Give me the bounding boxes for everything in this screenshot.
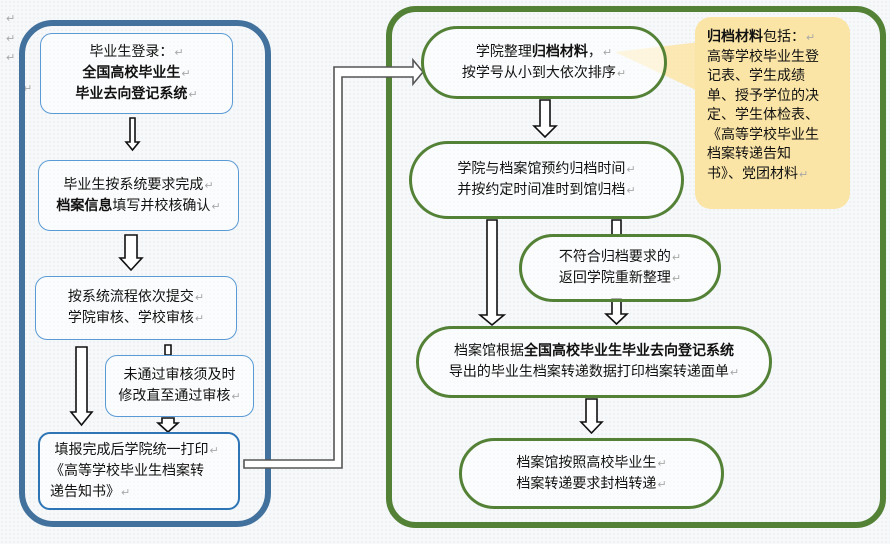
step-text-line: 导出的毕业生档案转递数据打印档案转递面单↵ [448, 364, 740, 380]
step-text-line: 毕业生登录：↵ [89, 44, 184, 60]
step-text-line: 修改直至通过审核↵ [118, 388, 241, 404]
callout-line: 单、授予学位的决 [707, 87, 819, 104]
step-text-line: 学院整理归档材料，↵ [475, 43, 613, 60]
step-print-transfer-notice[interactable]: 填报完成后学院统一打印↵ 《高等学校毕业生档案转 递告知书》↵ [38, 432, 240, 510]
step-text-line: 学院审核、学校审核↵ [67, 310, 205, 326]
arrow-down-icon [579, 398, 604, 435]
step-export-print-waybill[interactable]: 档案馆根据全国高校毕业生毕业去向登记系统 导出的毕业生档案转递数据打印档案转递面… [416, 326, 772, 398]
step-text-line: 《高等学校毕业生档案转 [50, 462, 204, 479]
step-seal-and-transfer[interactable]: 档案馆按照高校毕业生↵ 档案转递要求封档转递↵ [459, 438, 724, 509]
archive-materials-callout: 归档材料包括：↵ 高等学校毕业生登 记表、学生成绩 单、授予学位的决 定、学生体… [695, 17, 850, 209]
step-text-line: 不符合归档要求的↵ [558, 249, 682, 265]
arrow-down-icon [118, 234, 144, 272]
arrow-down-icon [124, 117, 141, 152]
callout-line: 档案转递告知 [707, 146, 791, 162]
step-text-line: 毕业去向登记系统↵ [75, 86, 198, 102]
step-text-line: 未通过审核须及时 [123, 367, 236, 383]
paragraph-mark: ↵ [6, 32, 16, 45]
connector-arrow-icon [243, 57, 425, 469]
arrow-down-icon [532, 99, 558, 139]
step-revise-until-approved[interactable]: 未通过审核须及时 修改直至通过审核↵ [105, 355, 254, 417]
arrow-down-icon [69, 346, 94, 427]
step-text-line: 档案转递要求封档转递↵ [516, 475, 667, 492]
step-text-line: 全国高校毕业生↵ [82, 65, 191, 81]
callout-line: 书》、党团材料↵ [707, 165, 809, 182]
step-student-login[interactable]: 毕业生登录：↵ 全国高校毕业生↵ 毕业去向登记系统↵ [40, 33, 233, 114]
step-text-line: 返回学院重新整理↵ [558, 270, 682, 286]
step-text-line: 填报完成后学院统一打印↵ [54, 441, 219, 458]
callout-line: 记表、学生成绩 [707, 68, 805, 84]
student-lane [19, 20, 271, 527]
archive-lane [386, 6, 886, 528]
paragraph-mark: ↵ [23, 82, 33, 95]
callout-line: 定、学生体检表、 [707, 107, 819, 123]
callout-line: 高等学校毕业生登 [707, 48, 819, 65]
step-text-line: 档案馆根据全国高校毕业生毕业去向登记系统 [454, 343, 734, 359]
step-organize-archive-materials[interactable]: 学院整理归档材料，↵ 按学号从小到大依次排序↵ [421, 26, 667, 99]
arrow-down-icon [155, 417, 181, 434]
step-text-line: 档案馆按照高校毕业生↵ [516, 454, 667, 471]
step-fill-archive-info[interactable]: 毕业生按系统要求完成↵ 档案信息填写并校核确认↵ [38, 160, 239, 231]
callout-title: 归档材料包括：↵ [707, 29, 816, 45]
step-text-line: 并按约定时间准时到馆归档↵ [457, 182, 636, 198]
step-text-line: 按学号从小到大依次排序↵ [461, 64, 627, 81]
arrow-down-icon [477, 219, 507, 327]
step-submit-review[interactable]: 按系统流程依次提交↵ 学院审核、学校审核↵ [35, 276, 237, 340]
step-return-to-college[interactable]: 不符合归档要求的↵ 返回学院重新整理↵ [519, 234, 721, 302]
step-text-line: 学院与档案馆预约归档时间↵ [457, 161, 636, 177]
paragraph-mark: ↵ [6, 51, 16, 64]
step-text-line: 递告知书》↵ [50, 483, 131, 500]
paragraph-mark: ↵ [6, 12, 16, 25]
step-appointment-archive[interactable]: 学院与档案馆预约归档时间↵ 并按约定时间准时到馆归档↵ [409, 141, 684, 219]
callout-line: 《高等学校毕业生 [707, 126, 819, 143]
step-text-line: 档案信息填写并校核确认↵ [56, 197, 221, 214]
step-text-line: 按系统流程依次提交↵ [67, 289, 205, 305]
step-text-line: 毕业生按系统要求完成↵ [63, 176, 214, 193]
